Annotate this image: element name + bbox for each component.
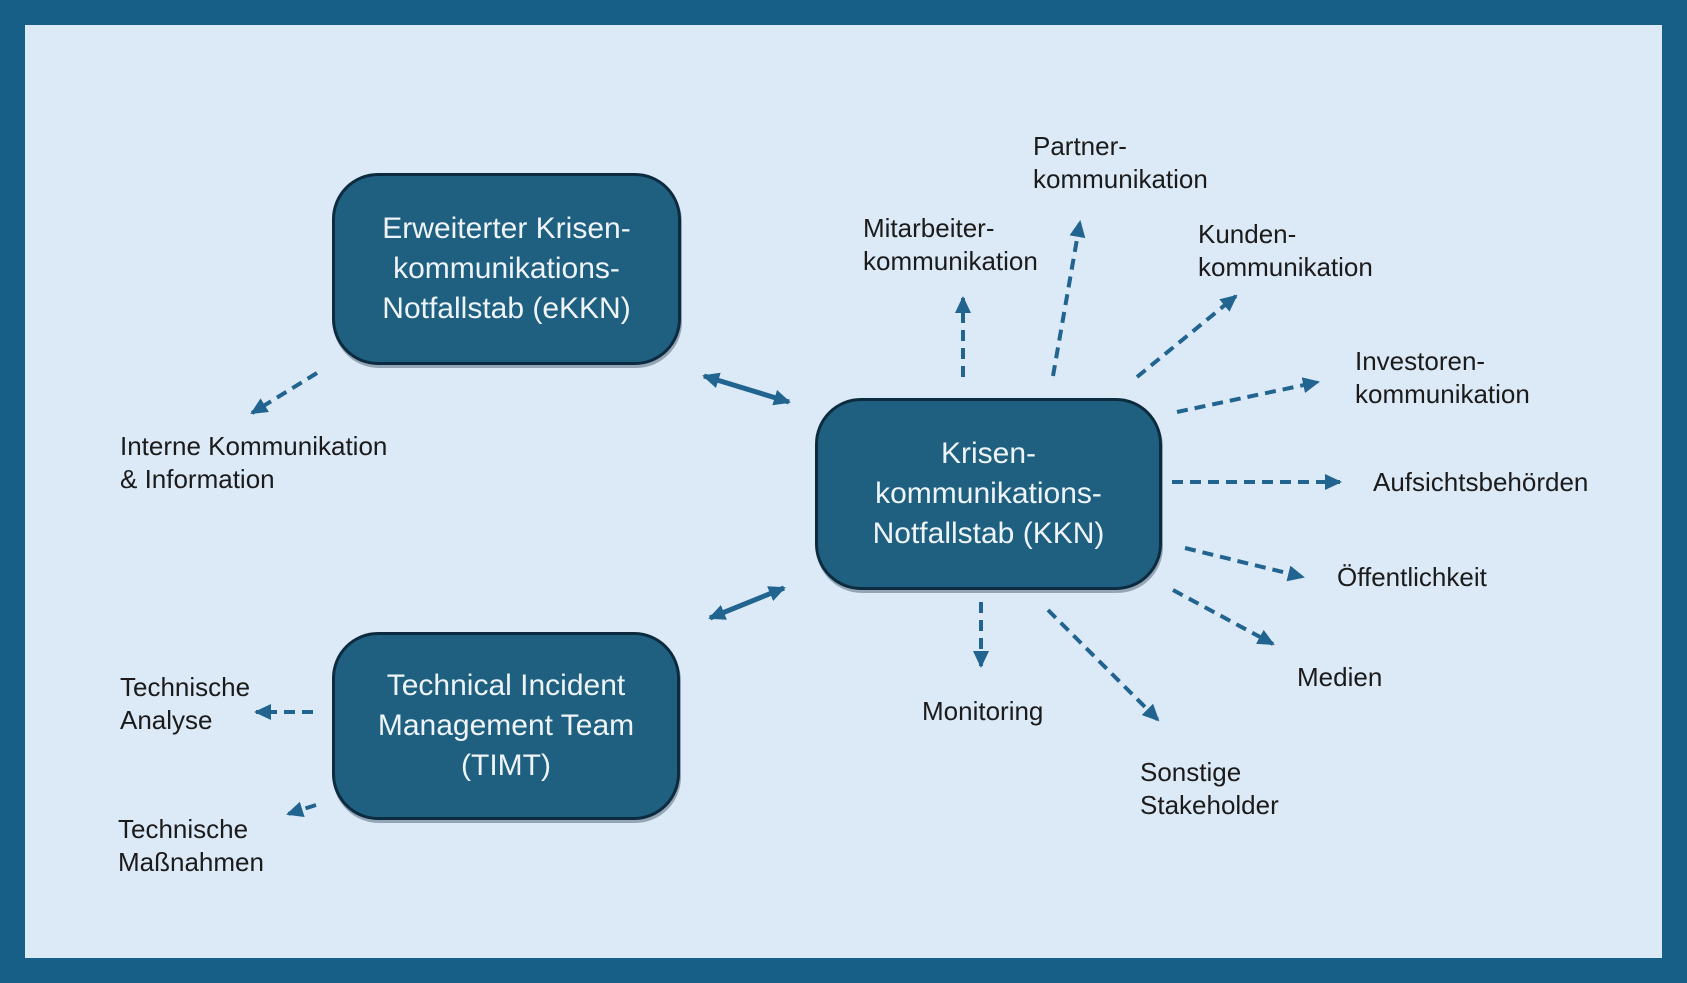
arrow-kkn-sonstige-stakeholder — [1046, 608, 1160, 722]
label-technische-analyse: Technische Analyse — [120, 672, 251, 735]
node-ekkn: Erweiterter Krisen- kommunikations- Notf… — [332, 173, 681, 365]
label-partner-kommunikation: Partner- kommunikation — [1033, 131, 1208, 194]
arrow-kkn-medien — [1172, 588, 1275, 646]
label-technische-massnahmen: Technische Maßnahmen — [118, 814, 264, 877]
arrow-kkn-partner-kommunikation — [1051, 220, 1086, 377]
arrow-kkn-kunden-kommunikation — [1135, 294, 1238, 379]
arrow-ekkn-kkn — [702, 372, 791, 406]
label-oeffentlichkeit: Öffentlichkeit — [1337, 562, 1487, 592]
label-interne-kommunikation: Interne Kommunikation & Information — [120, 431, 388, 494]
arrow-kkn-oeffentlichkeit — [1184, 546, 1305, 582]
node-timt: Technical Incident Management Team (TIMT… — [332, 632, 680, 820]
diagram-canvas: Erweiterter Krisen- kommunikations- Notf… — [25, 25, 1662, 958]
label-investoren-kommunikation: Investoren- kommunikation — [1355, 346, 1530, 409]
arrow-timt-technische-massnahmen — [286, 801, 317, 818]
label-sonstige-stakeholder: Sonstige Stakeholder — [1140, 757, 1279, 820]
label-kunden-kommunikation: Kunden- kommunikation — [1198, 219, 1373, 282]
arrow-timt-kkn — [708, 585, 786, 621]
label-medien: Medien — [1297, 662, 1383, 692]
arrow-ekkn-interne-kommunikation — [250, 371, 319, 415]
node-kkn: Krisen- kommunikations- Notfallstab (KKN… — [815, 398, 1162, 590]
label-mitarbeiter-kommunikation: Mitarbeiter- kommunikation — [863, 213, 1038, 276]
arrow-kkn-investoren-kommunikation — [1176, 377, 1320, 414]
label-aufsichtsbehoerden: Aufsichtsbehörden — [1373, 467, 1589, 497]
label-monitoring: Monitoring — [922, 696, 1044, 726]
